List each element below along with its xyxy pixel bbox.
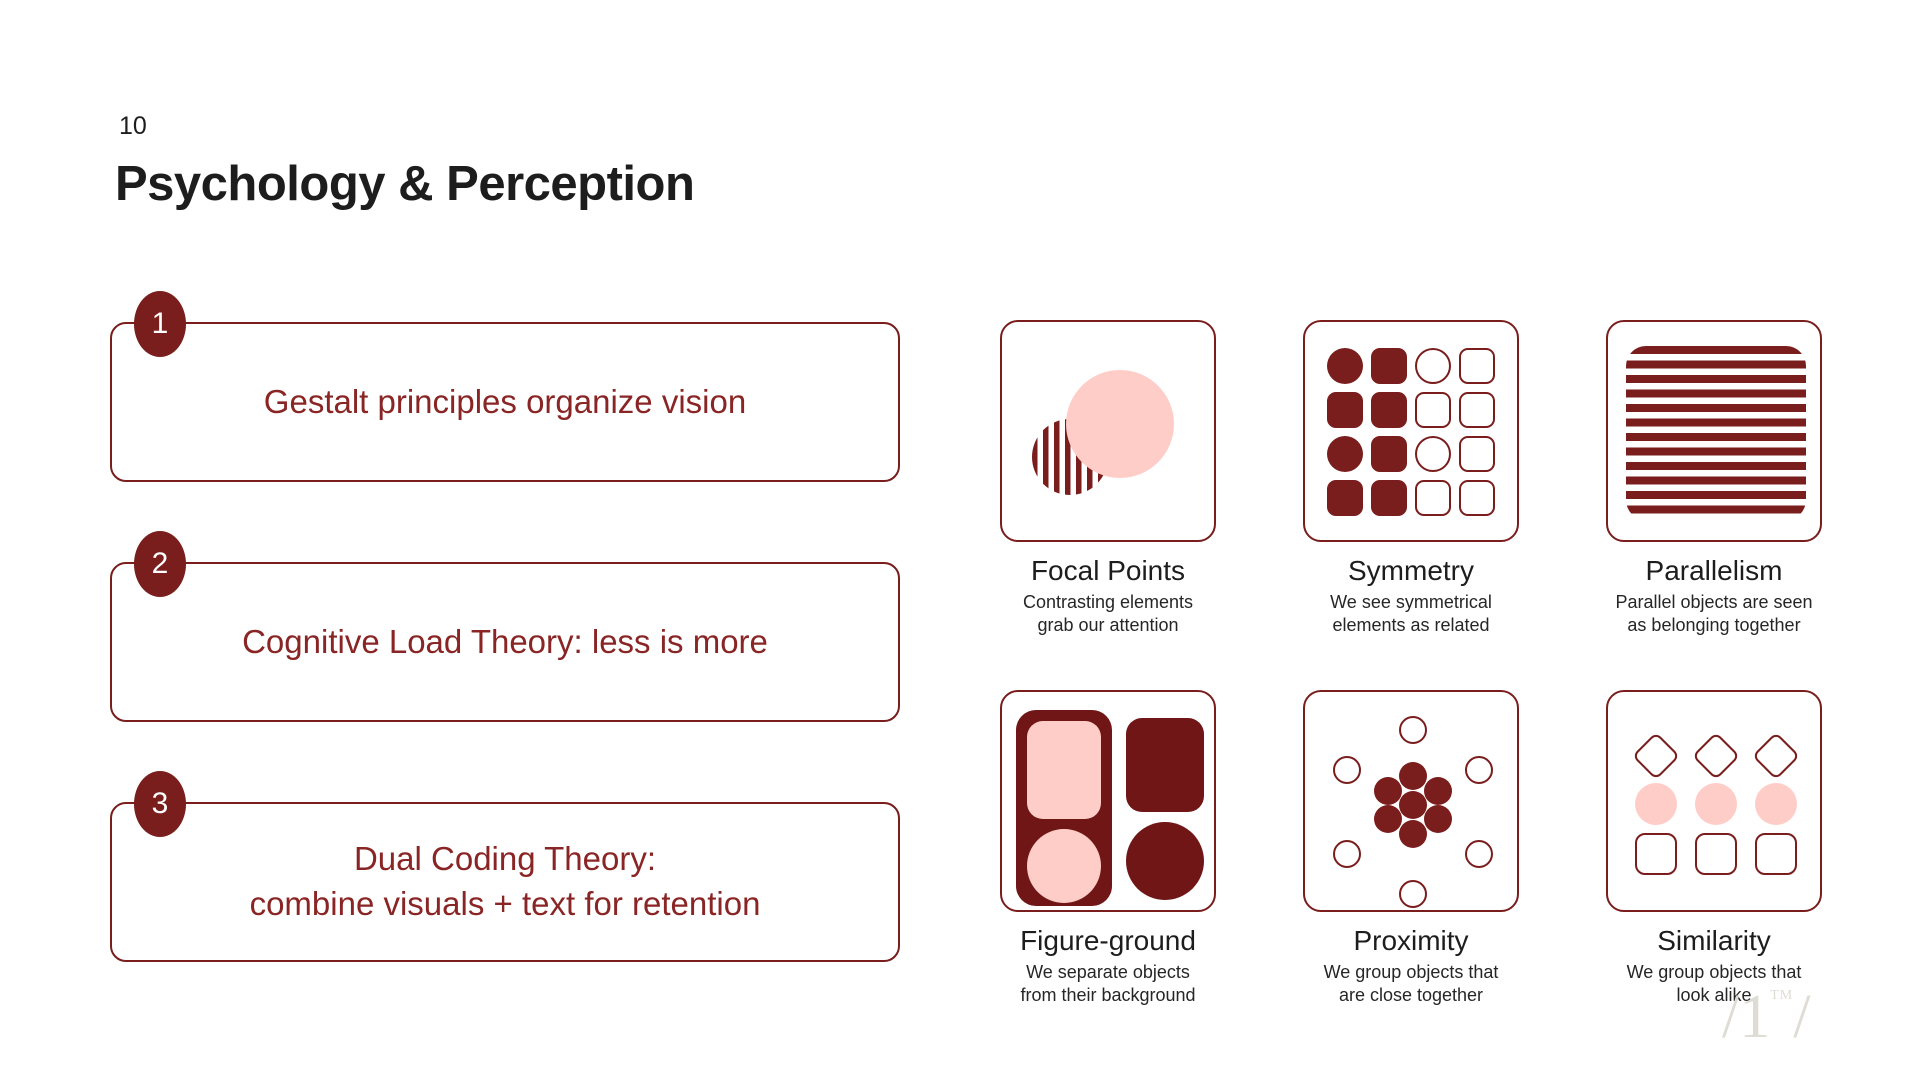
card-description: We group objects that are close together	[1323, 962, 1499, 1006]
principle-box-2: 2 Cognitive Load Theory: less is more	[110, 531, 900, 722]
diamond-shape	[1751, 731, 1801, 781]
grid-cell	[1415, 348, 1451, 384]
number-badge-3: 3	[134, 771, 186, 837]
card-title: Figure-ground	[1020, 925, 1196, 956]
grid-cell	[1415, 392, 1451, 428]
filled-dot	[1424, 777, 1452, 805]
logo-text: /1	[1722, 983, 1771, 1051]
principle-box-1: 1 Gestalt principles organize vision	[110, 291, 900, 482]
number-badge-2: 2	[134, 531, 186, 597]
filled-dot	[1399, 820, 1427, 848]
grid-cell	[1459, 392, 1495, 428]
similarity-shapes-icon	[1606, 690, 1822, 912]
principle-text-1: Gestalt principles organize vision	[263, 382, 747, 420]
dark-panel-shape	[1016, 710, 1112, 906]
pink-rect-shape	[1027, 721, 1101, 819]
grid-cell	[1371, 480, 1407, 516]
square-shape	[1755, 833, 1797, 875]
logo-slash: /	[1793, 983, 1811, 1051]
card-description: We see symmetrical elements as related	[1330, 592, 1492, 636]
grid-cell	[1415, 436, 1451, 472]
grid-cell	[1459, 348, 1495, 384]
card-symmetry: Symmetry We see symmetrical elements as …	[1271, 320, 1551, 638]
grid-cell	[1327, 348, 1363, 384]
grid-cell	[1459, 480, 1495, 516]
grid-cell	[1327, 436, 1363, 472]
outline-dot	[1465, 840, 1493, 868]
card-parallelism: Parallelism Parallel objects are seen as…	[1574, 320, 1854, 638]
figure-ground-icon	[1000, 690, 1216, 912]
principle-box-3: 3 Dual Coding Theory: combine visuals + …	[110, 771, 900, 962]
square-shape	[1695, 833, 1737, 875]
grid-cell	[1415, 480, 1451, 516]
card-title: Parallelism	[1645, 555, 1783, 586]
outline-dot	[1465, 756, 1493, 784]
filled-dot	[1374, 777, 1402, 805]
symmetry-grid	[1327, 348, 1495, 516]
grid-cell	[1371, 392, 1407, 428]
card-focal-points: Focal Points Contrasting elements grab o…	[968, 320, 1248, 638]
pink-dot-shape	[1635, 783, 1677, 825]
grid-cell	[1459, 436, 1495, 472]
proximity-dots-icon	[1303, 690, 1519, 912]
outline-dot	[1399, 880, 1427, 908]
principle-text-2: Cognitive Load Theory: less is more	[242, 622, 768, 660]
diamond-shape	[1691, 731, 1741, 781]
symmetry-grid-icon	[1303, 320, 1519, 542]
card-figure-ground: Figure-ground We separate objects from t…	[968, 690, 1248, 1008]
card-description: We separate objects from their backgroun…	[1020, 962, 1196, 1006]
dark-rect-shape	[1126, 718, 1204, 812]
filled-dot	[1424, 805, 1452, 833]
grid-cell	[1371, 348, 1407, 384]
outline-dot	[1333, 840, 1361, 868]
card-description: Contrasting elements grab our attention	[1022, 592, 1194, 636]
square-shape	[1635, 833, 1677, 875]
brand-logo: /1TM/	[1722, 986, 1810, 1048]
horizontal-stripes-shape	[1626, 346, 1806, 520]
card-similarity: Similarity We group objects that look al…	[1574, 690, 1854, 1008]
grid-cell	[1371, 436, 1407, 472]
pink-circle-shape	[1027, 829, 1101, 903]
dark-circle-shape	[1126, 822, 1204, 900]
card-proximity: Proximity We group objects that are clos…	[1271, 690, 1551, 1008]
filled-dot	[1399, 762, 1427, 790]
card-title: Symmetry	[1348, 555, 1474, 586]
trademark-symbol: TM	[1770, 988, 1794, 1003]
outline-dot	[1399, 716, 1427, 744]
card-title: Focal Points	[1030, 555, 1186, 586]
parallel-stripes-icon	[1606, 320, 1822, 542]
grid-cell	[1327, 480, 1363, 516]
slide-title: Psychology & Perception	[115, 157, 695, 211]
pink-dot-shape	[1755, 783, 1797, 825]
principle-text-3: Dual Coding Theory: combine visuals + te…	[249, 840, 761, 922]
card-title: Proximity	[1353, 925, 1469, 956]
diamond-shape	[1631, 731, 1681, 781]
card-title: Similarity	[1657, 925, 1771, 956]
pink-circle-shape	[1066, 370, 1174, 478]
pink-dot-shape	[1695, 783, 1737, 825]
filled-dot	[1374, 805, 1402, 833]
card-description: We group objects that look alike	[1626, 962, 1802, 1006]
outline-dot	[1333, 756, 1361, 784]
number-badge-1: 1	[134, 291, 186, 357]
grid-cell	[1327, 392, 1363, 428]
focal-points-icon	[1000, 320, 1216, 542]
page-number: 10	[119, 112, 147, 140]
card-description: Parallel objects are seen as belonging t…	[1615, 592, 1813, 636]
filled-dot	[1399, 791, 1427, 819]
